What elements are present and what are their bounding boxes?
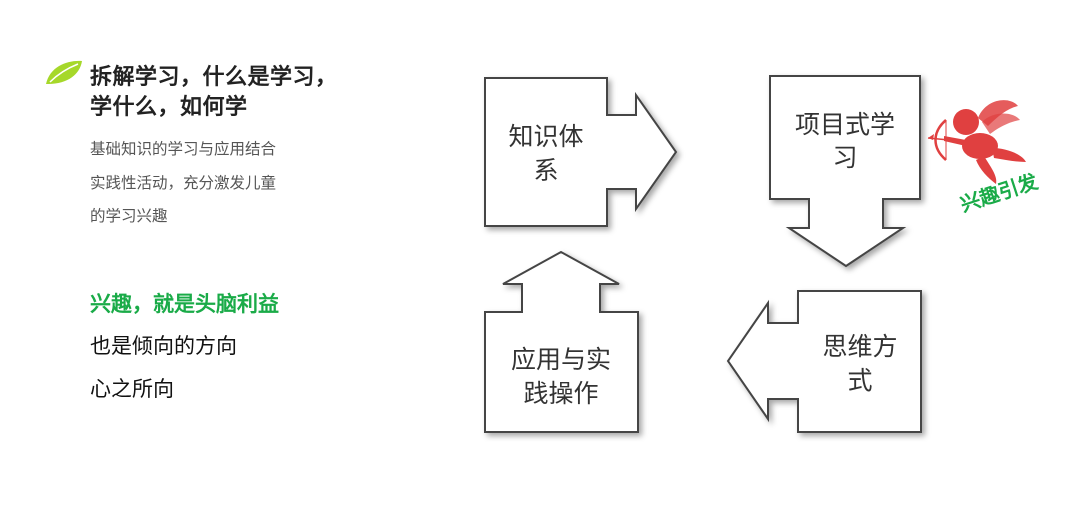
thinking-method-text-2: 式 [847,366,872,395]
cupid-icon [927,100,1026,184]
application-practice-shape [484,250,639,433]
heading-line-2: 学什么，如何学 [90,95,248,120]
knowledge-system-text-2: 系 [533,156,558,185]
description-line-2: 实践性活动，充分激发儿童 [90,174,277,192]
knowledge-system-shape [484,77,678,227]
description-line-1: 基础知识的学习与应用结合 [90,140,277,158]
highlight-text: 兴趣，就是头脑利益 [90,292,279,316]
thinking-method-shape [726,290,922,433]
learning-cycle-diagram: 知识体 系 项目式学 习 思维方 式 应用与实 践操作 [484,75,922,433]
project-learning-shape [769,75,921,268]
heading-line-1: 拆解学习，什么是学习， [90,65,338,90]
project-learning-text-2: 习 [832,143,857,172]
thinking-method-text-1: 思维方 [822,332,897,361]
statement-line-1: 也是倾向的方向 [90,334,237,358]
application-practice-text-2: 践操作 [523,379,598,408]
statement-line-2: 心之所向 [90,377,174,401]
description-line-3: 的学习兴趣 [90,207,168,225]
knowledge-system-text-1: 知识体 [508,122,583,151]
project-learning-text-1: 项目式学 [795,110,895,139]
application-practice-text-1: 应用与实 [511,345,611,374]
leaf-icon [46,60,82,84]
